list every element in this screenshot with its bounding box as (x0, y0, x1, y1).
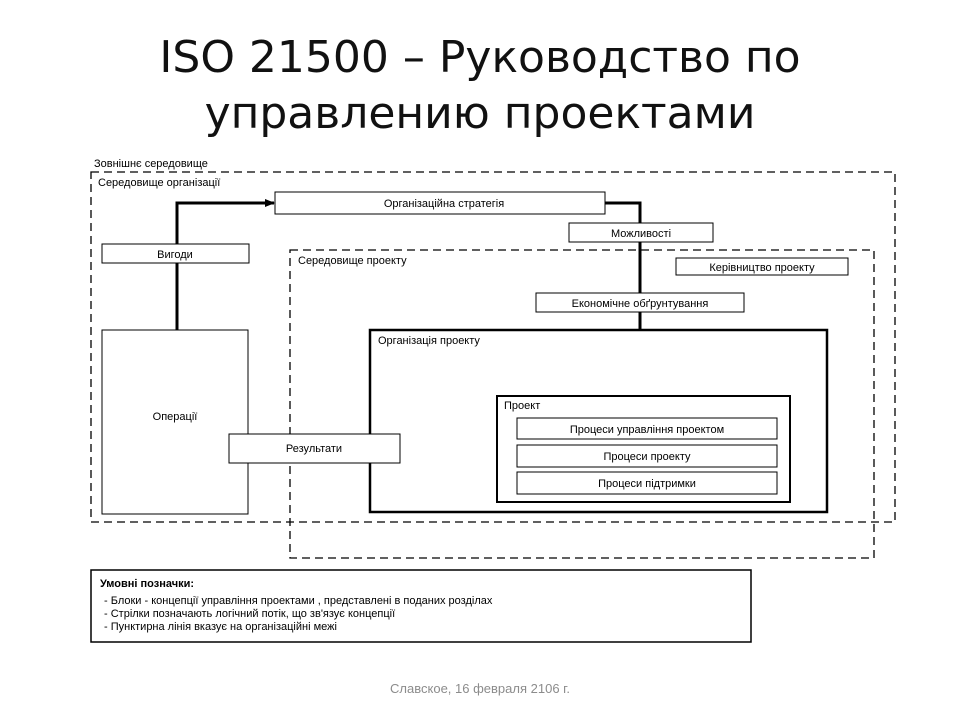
org-strategy-box (274, 191, 606, 215)
org-strategy-label: Організаційна стратегія (384, 198, 504, 210)
slide-title: ISO 21500 – Руководство по управлению пр… (0, 30, 960, 142)
project-processes-box (516, 444, 778, 468)
slide-title-line-1: ISO 21500 – Руководство по (159, 32, 801, 83)
benefits-box (101, 243, 250, 264)
pm-processes-label: Процеси управління проектом (570, 424, 724, 436)
project-environment-boundary (289, 249, 875, 559)
project-governance-label: Керівництво проекту (709, 262, 815, 274)
project-governance-box (675, 257, 849, 276)
support-processes-box (516, 471, 778, 495)
opportunities-label: Можливості (611, 228, 671, 240)
benefits-label: Вигоди (157, 249, 193, 261)
operations-label: Операції (153, 411, 198, 423)
pm-processes-box (516, 417, 778, 440)
operations-box (101, 329, 249, 515)
deliverables-label: Результати (286, 443, 342, 455)
benefits-flow-arrow (175, 199, 275, 330)
legend-item-blocks: - Блоки - концепції управління проектами… (104, 595, 493, 607)
business-case-box (535, 292, 745, 313)
opportunities-box (568, 222, 714, 243)
project-environment-label: Середовище проекту (298, 255, 407, 267)
slide-footer: Славское, 16 февраля 2106 г. (390, 681, 570, 696)
project-organization-label: Організація проекту (378, 335, 480, 347)
business-case-label: Економічне обґрунтування (572, 298, 709, 310)
outer-environment-label: Зовнішнє середовище (94, 158, 208, 170)
support-processes-label: Процеси підтримки (598, 478, 696, 490)
deliverables-box (228, 433, 401, 464)
project-processes-label: Процеси проекту (603, 451, 691, 463)
legend-title: Умовні позначки: (100, 578, 194, 590)
project-label: Проект (504, 400, 540, 412)
slide-title-line-2: управлению проектами (204, 88, 756, 139)
legend-item-dashed: - Пунктирна лінія вказує на організаційн… (104, 621, 337, 633)
org-environment-label: Середовище організації (98, 177, 220, 189)
legend-box (90, 569, 752, 643)
org-environment-boundary (90, 171, 896, 523)
legend-item-arrows: - Стрілки позначають логічний потік, що … (104, 608, 395, 620)
